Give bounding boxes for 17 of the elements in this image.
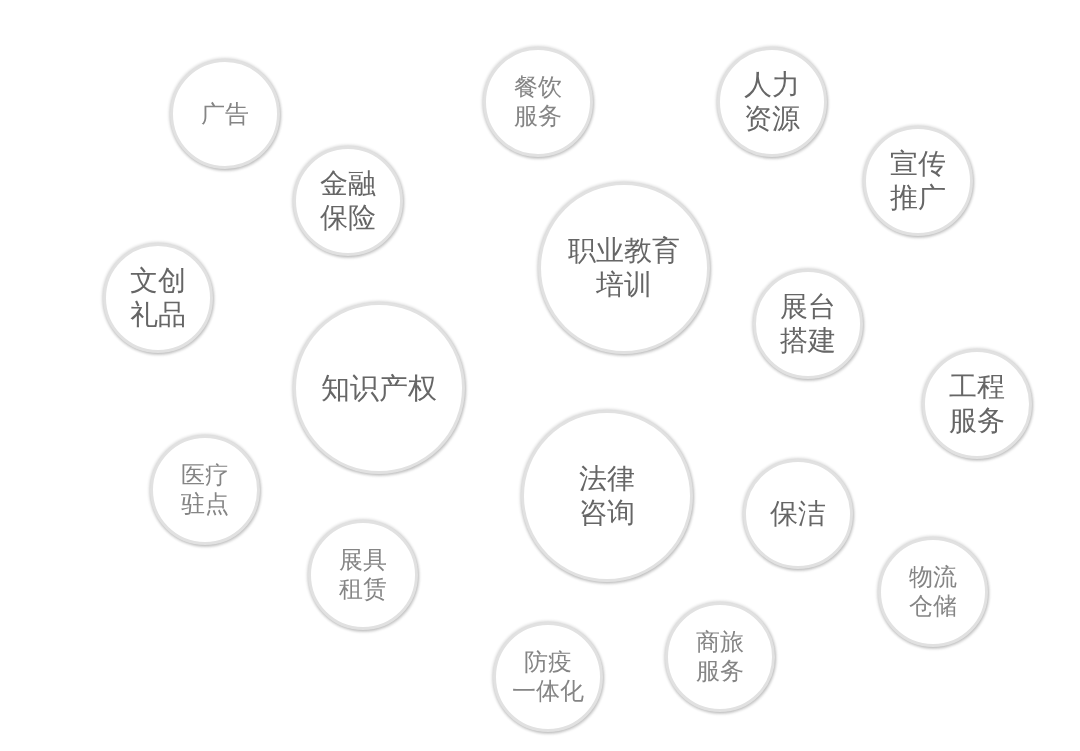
topic-label: 展具租赁: [338, 546, 388, 604]
topic-label: 人力资源: [743, 68, 801, 136]
topic-label: 保洁: [770, 497, 826, 531]
topic-label: 商旅服务: [695, 628, 745, 686]
topic-label: 展台搭建: [779, 290, 837, 358]
topic-label: 金融保险: [319, 167, 377, 235]
topic-label: 文创礼品: [129, 264, 187, 332]
topic-label: 工程服务: [948, 370, 1006, 438]
topic-label: 防疫一体化: [511, 648, 585, 706]
topic-label: 法律咨询: [578, 462, 636, 530]
topic-label: 医疗驻点: [180, 461, 230, 519]
topic-label: 广告: [201, 99, 249, 129]
topic-label: 物流仓储: [908, 563, 958, 621]
topic-label: 餐饮服务: [513, 73, 563, 131]
topic-label: 职业教育培训: [567, 234, 681, 302]
topic-label: 宣传推广: [889, 147, 947, 215]
topic-label: 知识产权: [321, 370, 437, 406]
